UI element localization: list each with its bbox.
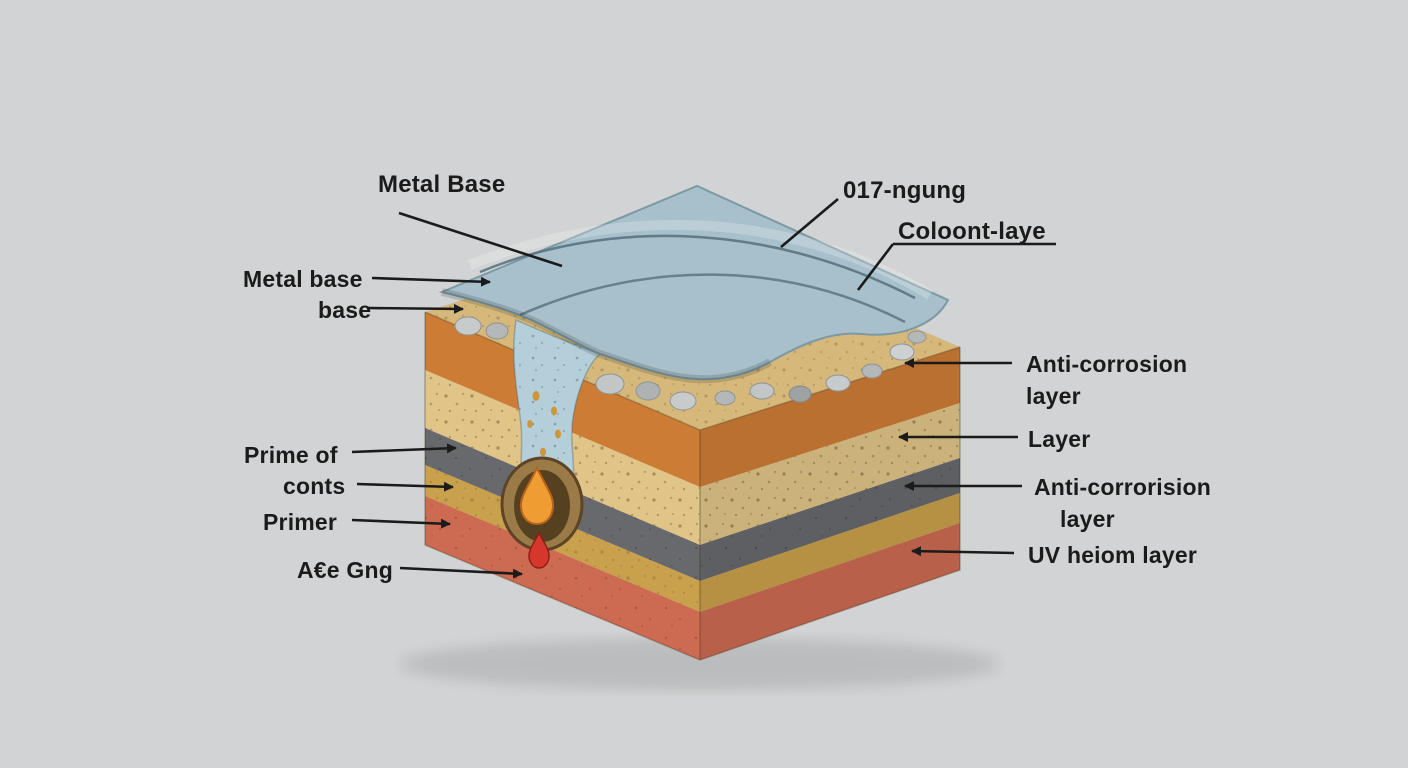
label-ae-gng: A€e Gng <box>297 557 393 583</box>
label-anti-corrosion-line1: Anti-corrosion <box>1026 351 1188 377</box>
annotation-arrows <box>351 198 1056 579</box>
layer-red-side <box>700 523 960 660</box>
label-metal-base-title: Metal Base <box>378 171 506 198</box>
ground-shadow <box>400 638 1000 690</box>
label-017-ngung: 017-ngung <box>843 177 967 204</box>
arrow-conts <box>356 481 454 492</box>
block-right-face <box>700 347 960 660</box>
label-base: base <box>318 297 372 323</box>
label-anti-corrosion-layer: Anti-corrosion layer <box>1026 349 1187 412</box>
label-metal-base: Metal base <box>243 266 363 292</box>
flame-drop-icon <box>519 465 555 526</box>
pebbles <box>454 316 927 411</box>
label-primer: Primer <box>263 509 338 535</box>
arrow-ae-gng <box>399 566 523 579</box>
arrow-metal-base <box>371 276 491 287</box>
label-anti-corrosion-line2: layer <box>1026 382 1081 409</box>
arrow-prime-of <box>351 443 457 454</box>
metal-sheet <box>438 184 950 384</box>
label-anti-corrorision-line1: Anti-corrorision <box>1034 474 1211 500</box>
layer-anticorrosion-side <box>700 347 960 487</box>
line-coloont-diagonal <box>856 243 895 291</box>
arrow-base <box>367 303 464 314</box>
label-layer: Layer <box>1028 426 1091 452</box>
label-uv-heiom-layer: UV heiom layer <box>1028 542 1197 568</box>
label-conts: conts <box>283 473 346 499</box>
red-drop-icon <box>528 531 550 569</box>
label-anti-corrorision-line2: layer <box>1060 505 1115 532</box>
arrow-primer <box>351 518 451 529</box>
arrow-uv-layer <box>911 546 1015 557</box>
label-prime-of: Prime of <box>244 442 338 468</box>
line-metal-base-title <box>398 211 563 268</box>
label-coloont-laye: Coloont-laye <box>898 218 1046 245</box>
label-anti-corrorision-layer: Anti-corrorision layer <box>1034 472 1211 535</box>
layer-gold-side <box>700 493 960 612</box>
line-017-ngung <box>780 198 839 248</box>
